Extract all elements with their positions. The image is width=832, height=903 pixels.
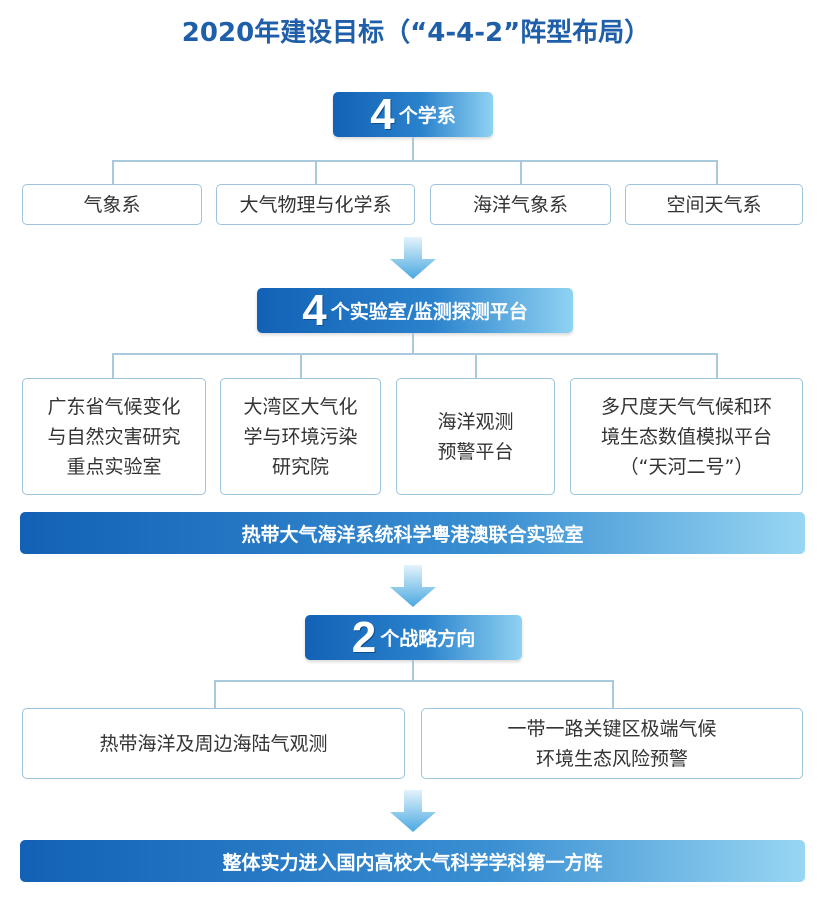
- down-arrow-icon: [390, 237, 436, 279]
- directions-header: 2 个战略方向: [305, 615, 522, 660]
- departments-header: 4 个学系: [333, 92, 493, 137]
- lab-box: 广东省气候变化 与自然灾害研究 重点实验室: [22, 378, 206, 495]
- labs-label: 个实验室/监测探测平台: [330, 301, 528, 323]
- connector: [214, 680, 614, 682]
- lab-text-line: 学与环境污染: [243, 425, 358, 448]
- lab-text-line: 境生态数值模拟平台: [600, 425, 772, 448]
- lab-text-line: （“天河二号”）: [619, 455, 754, 478]
- connector: [300, 353, 302, 378]
- connector: [214, 680, 216, 708]
- connector: [112, 160, 114, 184]
- departments-count: 4: [370, 89, 395, 139]
- directions-count: 2: [351, 612, 377, 662]
- connector: [716, 353, 718, 378]
- goal-banner: 整体实力进入国内高校大气科学学科第一方阵: [20, 840, 805, 882]
- lab-text-line: 海洋观测: [437, 410, 514, 433]
- lab-text-line: 多尺度天气气候和环: [600, 395, 772, 418]
- joint-lab-banner: 热带大气海洋系统科学粤港澳联合实验室: [20, 512, 805, 554]
- lab-text-line: 与自然灾害研究: [47, 425, 181, 448]
- lab-text-line: 重点实验室: [66, 455, 162, 478]
- labs-header: 4 个实验室/监测探测平台: [257, 288, 573, 333]
- direction-box: 热带海洋及周边海陆气观测: [22, 708, 405, 779]
- down-arrow-icon: [390, 790, 436, 832]
- connector: [612, 680, 614, 708]
- down-arrow-icon: [390, 565, 436, 607]
- directions-label: 个战略方向: [380, 628, 476, 650]
- connector: [520, 160, 522, 184]
- direction-text-line: 热带海洋及周边海陆气观测: [99, 732, 328, 755]
- department-box: 大气物理与化学系: [216, 184, 415, 225]
- department-box: 海洋气象系: [430, 184, 611, 225]
- lab-text-line: 广东省气候变化: [47, 395, 181, 418]
- connector: [112, 353, 718, 355]
- departments-label: 个学系: [398, 105, 456, 127]
- direction-box: 一带一路关键区极端气候 环境生态风险预警: [421, 708, 803, 779]
- department-box: 空间天气系: [625, 184, 803, 225]
- labs-count: 4: [302, 285, 327, 335]
- lab-box: 海洋观测 预警平台: [396, 378, 555, 495]
- connector: [315, 160, 317, 184]
- lab-text-line: 预警平台: [437, 440, 514, 463]
- direction-text-line: 一带一路关键区极端气候: [507, 717, 717, 740]
- connector: [112, 160, 718, 162]
- connector: [112, 353, 114, 378]
- connector: [412, 660, 414, 681]
- lab-text-line: 大湾区大气化: [243, 395, 358, 418]
- connector: [716, 160, 718, 184]
- connector: [412, 137, 414, 161]
- connector: [475, 353, 477, 378]
- lab-box: 大湾区大气化 学与环境污染 研究院: [220, 378, 381, 495]
- lab-text-line: 研究院: [271, 455, 329, 478]
- connector: [412, 333, 414, 354]
- page-title: 2020年建设目标（“4-4-2”阵型布局）: [181, 18, 651, 48]
- direction-text-line: 环境生态风险预警: [535, 747, 688, 770]
- department-box: 气象系: [22, 184, 202, 225]
- lab-box: 多尺度天气气候和环 境生态数值模拟平台 （“天河二号”）: [570, 378, 803, 495]
